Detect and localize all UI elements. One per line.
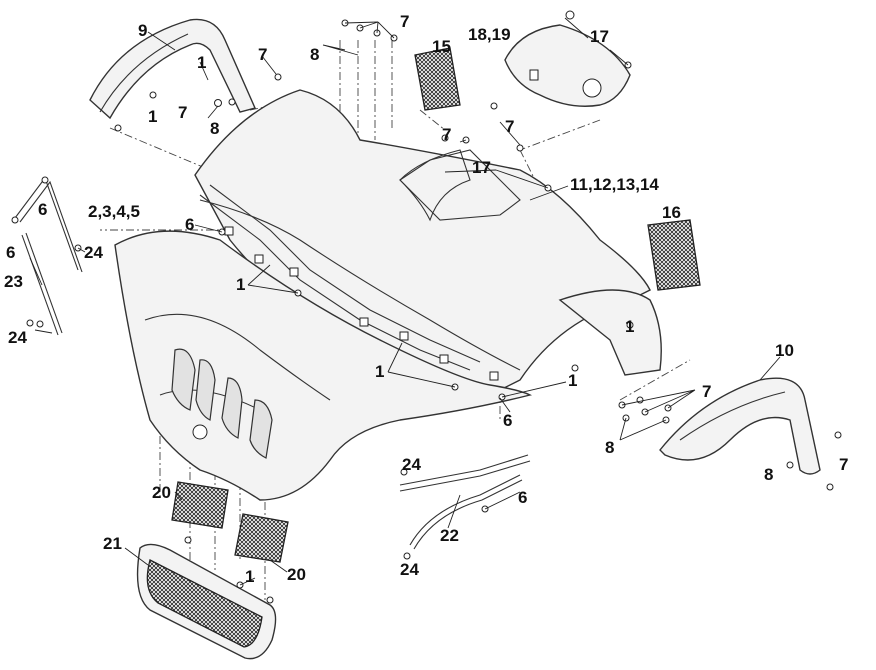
callout-11-12-13-14: 11,12,13,14: [570, 175, 659, 194]
callout-24: 24: [8, 328, 27, 347]
mesh-panel-20-left: [171, 481, 229, 529]
front-right-fender: [659, 377, 834, 491]
callout-18-19: 18,19: [468, 25, 511, 44]
vent-grille-15: [414, 47, 461, 111]
callout-24: 24: [84, 243, 103, 262]
front-right-inner-panel: [558, 289, 662, 376]
vent-grille-16: [647, 219, 701, 291]
callout-20: 20: [152, 483, 171, 502]
callout-1: 1: [625, 317, 634, 336]
right-support-bracket: [399, 454, 531, 560]
callout-20: 20: [287, 565, 306, 584]
callout-8: 8: [310, 45, 319, 64]
callout-1: 1: [568, 371, 577, 390]
callout-1: 1: [375, 362, 384, 381]
callout-8: 8: [210, 119, 219, 138]
callout-7: 7: [702, 382, 711, 401]
callout-22: 22: [440, 526, 459, 545]
callout-24: 24: [400, 560, 419, 579]
callout-1: 1: [197, 53, 206, 72]
callout-7: 7: [442, 125, 451, 144]
callout-labels: 9 1 1 7 7 8 7 8 15 18,19 17 7 7 17 11,12…: [4, 12, 848, 586]
fasteners: [26, 10, 842, 604]
front-grille-21: [136, 543, 277, 660]
callout-24: 24: [402, 455, 421, 474]
leader-lines: [29, 17, 781, 586]
callout-2-3-4-5: 2,3,4,5: [88, 202, 140, 221]
callout-7: 7: [505, 117, 514, 136]
callout-10: 10: [775, 341, 794, 360]
left-support-bracket: [11, 176, 83, 336]
callout-7: 7: [258, 45, 267, 64]
callout-1: 1: [148, 107, 157, 126]
callout-15: 15: [432, 37, 451, 56]
callout-1: 1: [236, 275, 245, 294]
callout-6: 6: [503, 411, 512, 430]
callout-6: 6: [518, 488, 527, 507]
callout-6: 6: [185, 215, 194, 234]
headlight-housing: [504, 24, 631, 107]
callout-7: 7: [178, 103, 187, 122]
callout-1: 1: [245, 567, 254, 586]
front-rack-frame: [199, 149, 521, 381]
callout-7: 7: [839, 455, 848, 474]
callout-8: 8: [764, 465, 773, 484]
callout-9: 9: [138, 21, 147, 40]
callout-21: 21: [103, 534, 122, 553]
mesh-panel-20-right: [234, 513, 289, 563]
callout-17: 17: [472, 158, 491, 177]
callout-6: 6: [38, 200, 47, 219]
callout-6: 6: [6, 243, 15, 262]
callout-8: 8: [605, 438, 614, 457]
callout-7: 7: [400, 12, 409, 31]
callout-17: 17: [590, 27, 609, 46]
callout-16: 16: [662, 203, 681, 222]
callout-23: 23: [4, 272, 23, 291]
front-left-fender: [89, 18, 256, 132]
front-body-panel: [114, 89, 651, 501]
